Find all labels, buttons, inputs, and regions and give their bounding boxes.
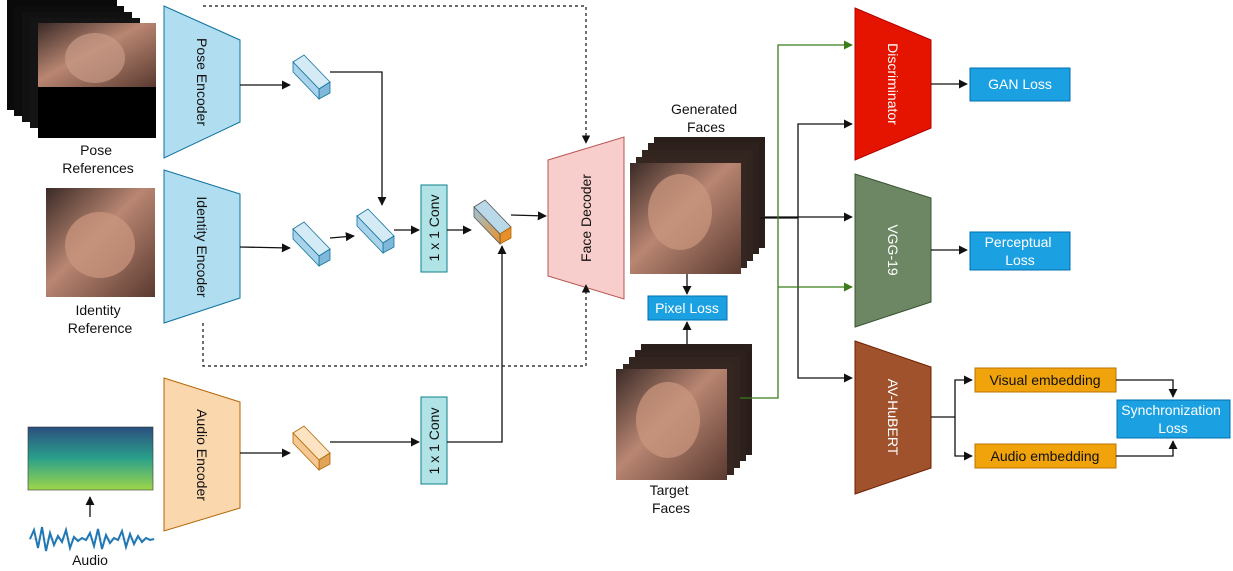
av-hubert-label: AV-HuBERT [885, 379, 901, 456]
pose-encoder [163, 5, 241, 159]
audio-embedding-to-sync-arrow [1116, 440, 1178, 457]
generated-faces-label: Generated Faces [671, 101, 741, 135]
visual-embedding-label: Visual embedding [989, 372, 1100, 388]
pixel-loss-label: Pixel Loss [655, 300, 719, 316]
gan-loss-box [969, 67, 1071, 102]
identity-latent-cuboid [292, 221, 331, 267]
gan-loss-label: GAN Loss [988, 76, 1052, 92]
audio-spectrogram [27, 426, 154, 491]
conv-top [420, 184, 448, 273]
avhubert-to-visual-embedding-arrow [931, 375, 973, 418]
face-decoder [547, 136, 625, 300]
conv-bottom [420, 396, 448, 485]
identity-reference-label: Identity Reference [68, 302, 133, 336]
identity-encoder-arrow [239, 243, 291, 253]
audio-latent-cuboid [292, 425, 331, 471]
face-decoder-label: Face Decoder [578, 174, 594, 262]
pose-references-stack [7, 0, 156, 138]
audio-embedding-label: Audio embedding [991, 448, 1100, 464]
discriminator-label: Discriminator [885, 43, 901, 125]
audio-waveform [28, 526, 155, 552]
generated-to-avhubert-arrow [797, 218, 853, 383]
combined-latent-cuboid [473, 199, 512, 245]
visual-embedding-box [974, 367, 1117, 393]
vgg-19 [854, 173, 932, 328]
target-faces-label: Target Faces [650, 482, 693, 516]
combined-to-decoder-arrow [510, 211, 547, 221]
discriminator [854, 7, 932, 161]
pixel-loss-box [647, 295, 728, 321]
av-hubert [854, 340, 932, 495]
vgg-19-label: VGG-19 [885, 224, 901, 276]
target-to-discriminator-arrow [740, 40, 853, 399]
conv-top-label: 1 x 1 Conv [426, 195, 442, 262]
pose-skip-connection [203, 5, 591, 144]
pose-to-fused-arrow [330, 71, 387, 206]
synchronization-loss-label: Synchronization Loss [1121, 402, 1225, 436]
identity-encoder [163, 169, 241, 324]
identity-reference-image [46, 188, 155, 297]
pose-latent-cuboid [292, 54, 331, 100]
visual-embedding-to-sync-arrow [1116, 379, 1178, 398]
generated-to-discriminator-arrow [760, 119, 853, 219]
synchronization-loss-box [1116, 399, 1231, 439]
identity-to-fused-arrow [329, 232, 355, 242]
audio-conv-to-combined-arrow [447, 245, 507, 443]
identity-skip-connection [202, 284, 591, 367]
audio-encoder-label: Audio Encoder [194, 409, 210, 501]
avhubert-to-audio-embedding-arrow [954, 417, 973, 461]
perceptual-loss-box [969, 231, 1071, 271]
conv-bottom-label: 1 x 1 Conv [426, 408, 442, 475]
fused-latent-cuboid [356, 208, 395, 254]
perceptual-loss-label: Perceptual Loss [985, 234, 1056, 268]
pose-encoder-label: Pose Encoder [194, 38, 210, 126]
identity-encoder-label: Identity Encoder [194, 196, 210, 298]
generated-faces-stack [630, 137, 765, 274]
pose-references-label: Pose References [62, 142, 134, 176]
audio-encoder [163, 377, 241, 532]
target-faces-stack [616, 344, 752, 480]
audio-label: Audio [72, 552, 108, 568]
